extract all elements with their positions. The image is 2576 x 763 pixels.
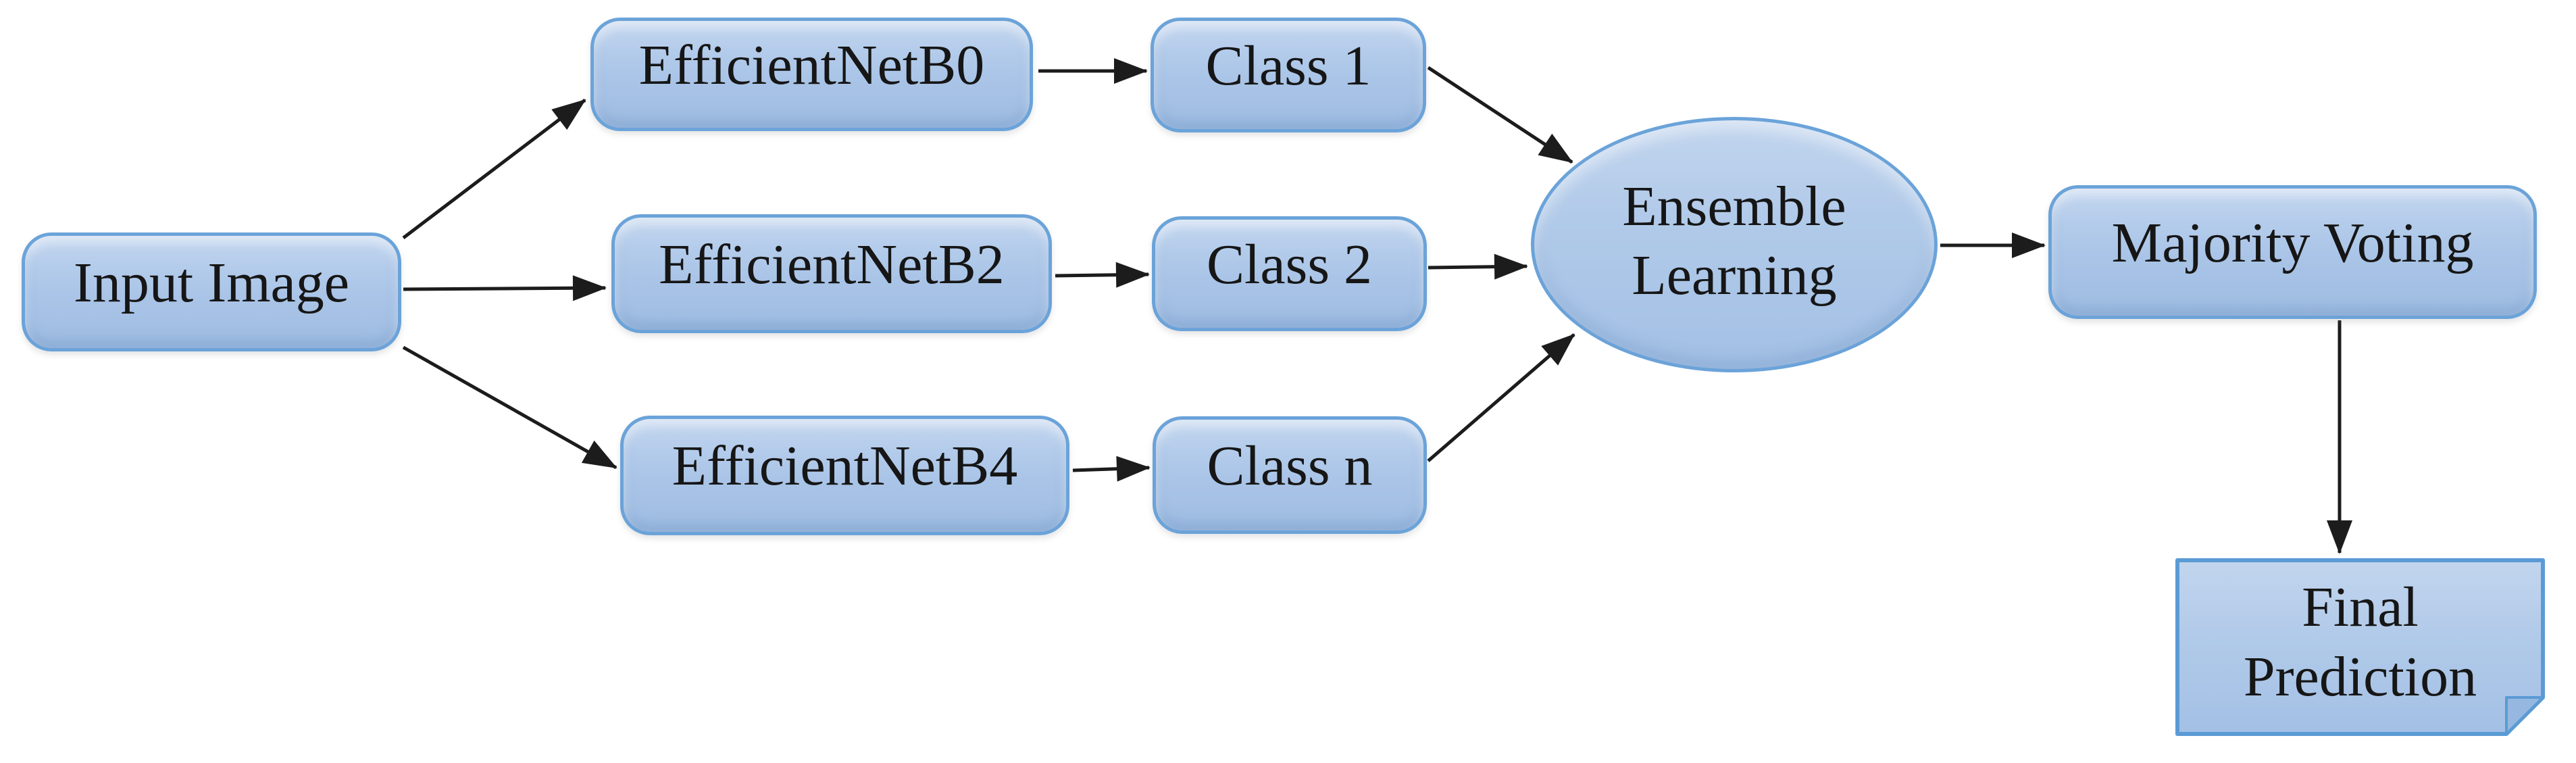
node-majority-voting: Majority Voting xyxy=(2048,185,2537,319)
node-class-1-label: Class 1 xyxy=(1205,34,1371,97)
node-class-1: Class 1 xyxy=(1151,18,1426,132)
node-efficientnet-b2-label: EfficientNetB2 xyxy=(659,232,1005,296)
edge-b2-to-class2 xyxy=(1055,262,1150,288)
node-efficientnet-b4: EfficientNetB4 xyxy=(620,416,1069,535)
node-input-image-label: Input Image xyxy=(73,251,350,314)
node-class-2-label: Class 2 xyxy=(1206,232,1373,296)
edge-class1-to-ensemble xyxy=(1427,66,1573,164)
node-class-2: Class 2 xyxy=(1152,216,1427,331)
node-majority-voting-label: Majority Voting xyxy=(2111,211,2474,274)
node-input-image: Input Image xyxy=(22,232,401,351)
edge-input-to-b2 xyxy=(403,275,607,301)
node-efficientnet-b2: EfficientNetB2 xyxy=(611,214,1052,333)
edge-classn-to-ensemble xyxy=(1427,333,1575,462)
folded-corner-shape xyxy=(2175,558,2545,736)
node-ensemble-learning-label: Ensemble Learning xyxy=(1622,174,1846,307)
edge-input-to-b0 xyxy=(402,99,586,239)
node-final-prediction: Final Prediction xyxy=(2175,558,2545,736)
node-efficientnet-b0: EfficientNetB0 xyxy=(590,18,1033,131)
node-efficientnet-b0-label: EfficientNetB0 xyxy=(638,33,985,97)
node-final-prediction-label: Final Prediction xyxy=(2243,576,2477,708)
edge-class2-to-ensemble xyxy=(1428,253,1528,280)
edge-input-to-b4 xyxy=(402,345,617,470)
edge-b4-to-classn xyxy=(1072,456,1151,482)
node-efficientnet-b4-label: EfficientNetB4 xyxy=(672,435,1018,498)
node-ensemble-learning: Ensemble Learning xyxy=(1531,117,1938,372)
node-class-n-label: Class n xyxy=(1207,434,1373,497)
node-class-n: Class n xyxy=(1153,416,1427,534)
